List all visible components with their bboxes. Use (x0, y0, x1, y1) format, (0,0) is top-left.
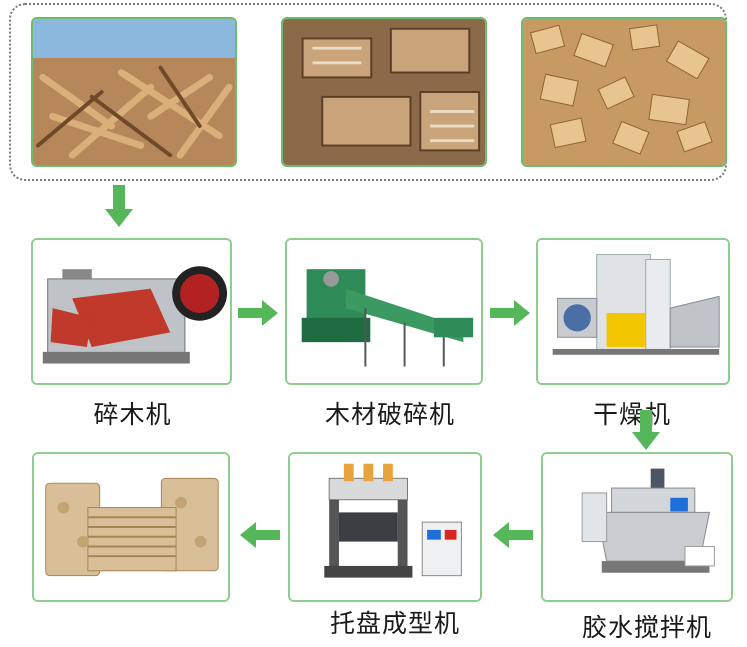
arrow-left-icon (493, 522, 533, 548)
arrow-right-icon (238, 300, 278, 326)
arrow-down-icon (632, 410, 660, 450)
glue-mixer-machine-image (541, 452, 733, 602)
step-label-wood-pulverizer: 木材破碎机 (324, 400, 455, 429)
arrow-down-icon (105, 185, 133, 227)
raw-material-image-1 (31, 17, 237, 167)
finished-pallets-image (32, 452, 230, 602)
step-label-dryer: 干燥机 (592, 400, 671, 429)
wood-crusher-machine-image (31, 238, 232, 385)
raw-material-image-3 (521, 17, 727, 167)
arrow-left-icon (240, 522, 280, 548)
step-label-wood-chipper: 碎木机 (93, 400, 172, 429)
arrow-right-icon (490, 300, 530, 326)
dryer-machine-image (536, 238, 730, 385)
step-label-glue-mixer: 胶水搅拌机 (581, 613, 712, 642)
raw-material-image-2 (281, 17, 487, 167)
wood-pulverizer-machine-image (285, 238, 483, 385)
step-label-pallet-forming: 托盘成型机 (329, 609, 460, 638)
pallet-press-machine-image (288, 452, 482, 602)
